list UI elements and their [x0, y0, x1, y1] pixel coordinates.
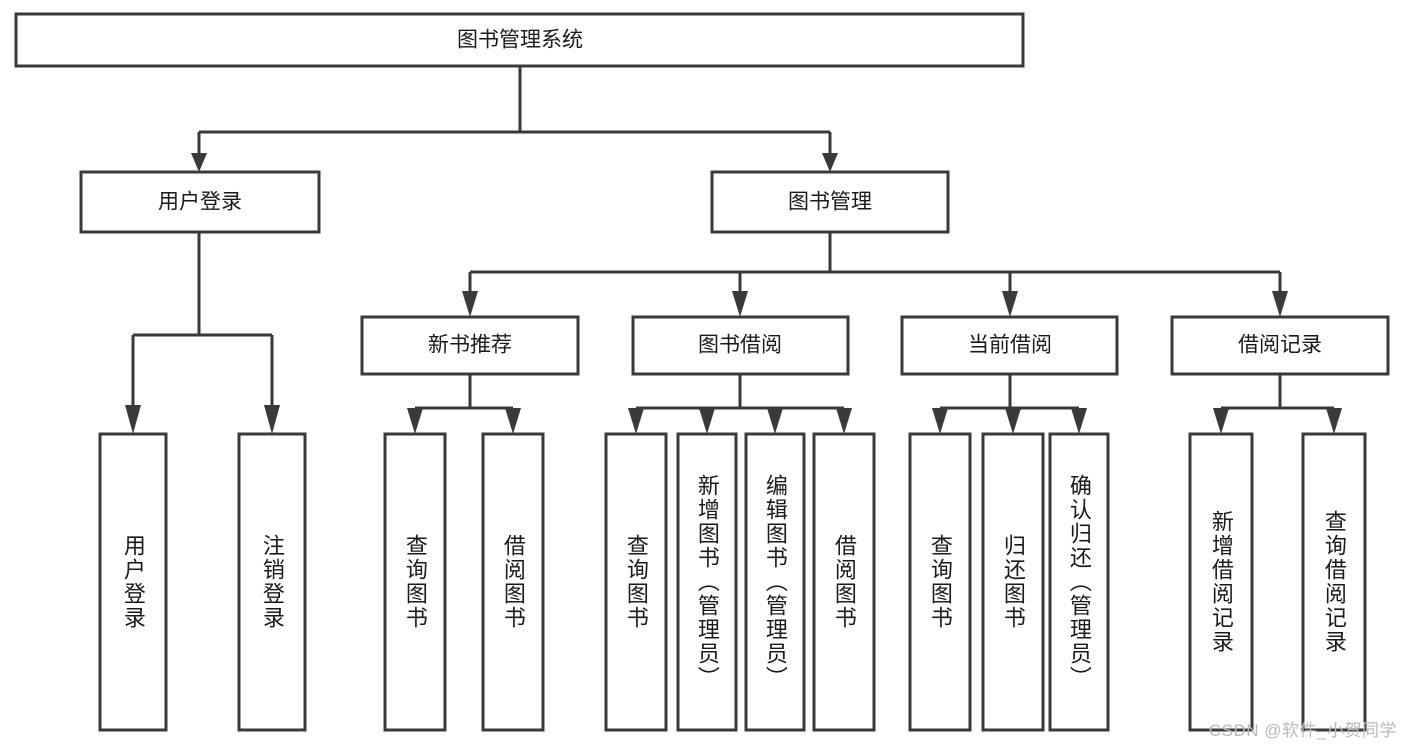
arrow-head-leaf-edit-book [767, 408, 783, 434]
leaf_query_record-box[interactable] [1301, 432, 1367, 732]
leaf_query_book_1-box[interactable] [383, 432, 447, 732]
arrow-head-book-borrow [732, 291, 748, 317]
leaf_query_book_3-box[interactable] [908, 432, 972, 732]
book-manage-label: 图书管理 [788, 191, 872, 214]
user-login-box[interactable] [79, 170, 321, 234]
node-user-login[interactable]: 用户登录 [79, 170, 321, 234]
arrow-head-borrow-record [1272, 291, 1288, 317]
arrow-head-leaf-add-book [699, 408, 715, 434]
arrow-head-leaf-query-book-2 [628, 408, 644, 434]
book-borrow-box[interactable] [631, 315, 850, 376]
leaf_borrow_book_1-box[interactable] [481, 432, 545, 732]
leaf_user_logout-box[interactable] [237, 432, 307, 732]
arrow-head-leaf-borrow-book-1 [505, 408, 521, 434]
arrow-head-leaf-query-book-3 [932, 408, 948, 434]
watermark-text: CSDN @软件_小贺同学 [1208, 721, 1397, 740]
leaf_borrow_book_2-box[interactable] [812, 432, 876, 732]
user-login-label: 用户登录 [158, 191, 242, 214]
node-book-manage[interactable]: 图书管理 [710, 170, 950, 234]
node-borrow-record[interactable]: 借阅记录 [1170, 315, 1390, 376]
arrow-head-user-login [191, 153, 207, 172]
arrow-head-leaf-query-record [1326, 408, 1342, 434]
new-book-rec-box[interactable] [360, 315, 580, 376]
leaf_user_login-box[interactable] [98, 432, 168, 732]
borrow-record-label: 借阅记录 [1238, 334, 1322, 357]
arrow-head-leaf-add-record [1213, 408, 1229, 434]
current-borrow-label: 当前借阅 [968, 334, 1052, 357]
book-borrow-label: 图书借阅 [698, 334, 782, 357]
node-new-book-rec[interactable]: 新书推荐 [360, 315, 580, 376]
leaf_add_book-box[interactable] [676, 432, 738, 732]
leaf_query_book_2-box[interactable] [604, 432, 668, 732]
connectors-group [125, 66, 1342, 434]
node-current-borrow[interactable]: 当前借阅 [900, 315, 1119, 376]
arrow-head-leaf-borrow-book-2 [836, 408, 852, 434]
arrow-head-leaf-user-login [125, 405, 141, 434]
new-book-rec-label: 新书推荐 [428, 334, 512, 357]
leaf_edit_book-box[interactable] [744, 432, 806, 732]
leaf-boxes-group [98, 432, 1367, 732]
node-root[interactable]: 图书管理系统 [14, 12, 1025, 68]
arrow-head-leaf-return-book [1005, 408, 1021, 434]
node-book-borrow[interactable]: 图书借阅 [631, 315, 850, 376]
leaf_confirm_return-box[interactable] [1048, 432, 1110, 732]
borrow-record-box[interactable] [1170, 315, 1390, 376]
leaf_add_record-box[interactable] [1188, 432, 1254, 732]
leaf_return_book-box[interactable] [981, 432, 1045, 732]
arrow-head-current-borrow [1002, 291, 1018, 317]
book-manage-box[interactable] [710, 170, 950, 234]
root-box[interactable] [14, 12, 1025, 68]
arrow-head-new-book-rec [462, 291, 478, 317]
current-borrow-box[interactable] [900, 315, 1119, 376]
arrow-head-leaf-query-book-1 [407, 408, 423, 434]
arrow-head-leaf-user-logout [264, 405, 280, 434]
root-label: 图书管理系统 [457, 29, 583, 52]
arrow-head-book-manage [822, 153, 838, 172]
arrow-head-leaf-confirm-return [1071, 408, 1087, 434]
